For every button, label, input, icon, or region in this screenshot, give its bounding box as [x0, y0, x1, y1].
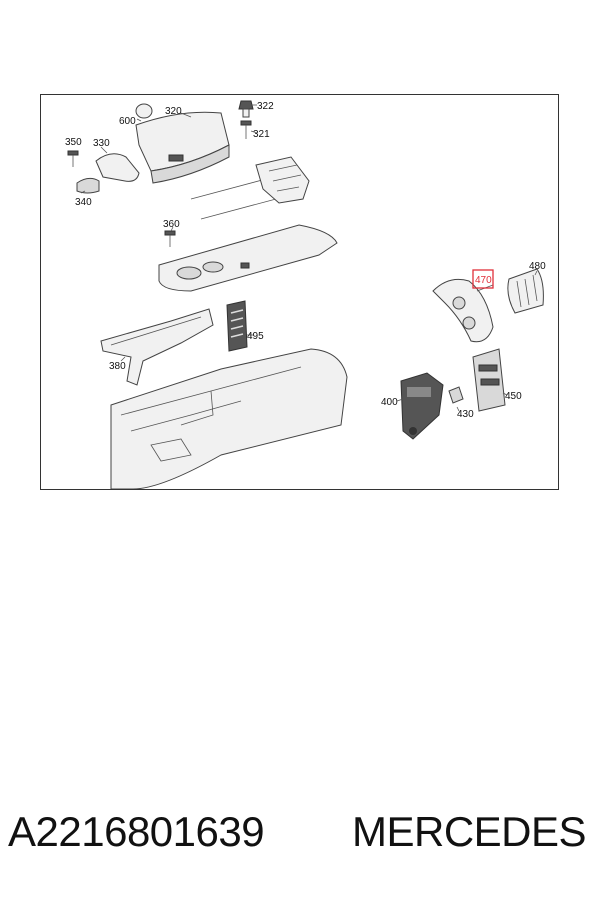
part-450-panel[interactable]: [472, 348, 506, 412]
label-470[interactable]: 470: [475, 275, 492, 286]
part-430-connector[interactable]: [448, 386, 464, 404]
console-top-tray: [158, 224, 338, 292]
part-495-grille[interactable]: [226, 300, 248, 352]
part-380-bracket[interactable]: [100, 308, 214, 386]
label-350: 350: [65, 137, 82, 148]
part-470-cover[interactable]: [432, 278, 494, 343]
hinge-mechanism: [190, 156, 310, 220]
label-322: 322: [257, 101, 274, 112]
part-number: A2216801639: [8, 808, 265, 855]
part-480-cover[interactable]: [507, 268, 544, 314]
label-320: 320: [165, 106, 182, 117]
label-340: 340: [75, 197, 92, 208]
part-320-armrest-lid[interactable]: [135, 111, 230, 184]
console-body: [110, 348, 348, 489]
label-480: 480: [529, 261, 546, 272]
label-400: 400: [381, 397, 398, 408]
part-321-screw[interactable]: [240, 120, 252, 139]
part-330-cover[interactable]: [95, 153, 140, 182]
label-321: 321: [253, 129, 270, 140]
part-322-clip[interactable]: [238, 100, 254, 118]
part-350-screw[interactable]: [67, 150, 79, 167]
label-600: 600: [119, 116, 136, 127]
exploded-parts-diagram: 600 320 322 321 350 330 340 360 495 380 …: [40, 94, 559, 490]
diagram-drawing: 600 320 322 321 350 330 340 360 495 380 …: [65, 100, 546, 489]
part-340-knob[interactable]: [76, 177, 100, 194]
label-430: 430: [457, 409, 474, 420]
leader-lines: [80, 104, 538, 412]
highlight-box-470: [472, 269, 494, 289]
label-380: 380: [109, 361, 126, 372]
label-450: 450: [505, 391, 522, 402]
part-360-screw[interactable]: [164, 230, 176, 247]
brand-name: MERCEDES: [352, 808, 587, 855]
label-360: 360: [163, 219, 180, 230]
part-600-cap[interactable]: [135, 103, 153, 119]
label-330: 330: [93, 138, 110, 149]
label-495: 495: [247, 331, 264, 342]
part-400-housing[interactable]: [400, 372, 444, 440]
